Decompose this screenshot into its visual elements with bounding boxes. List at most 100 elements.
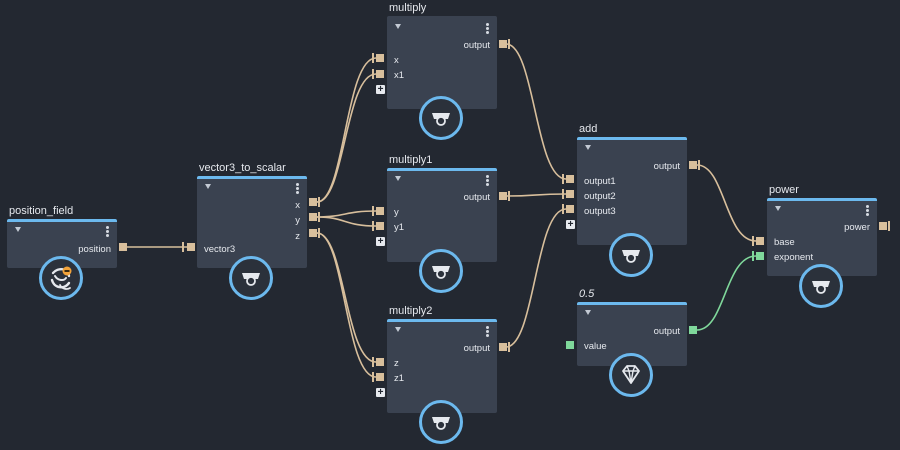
- component-icon[interactable]: [799, 264, 843, 308]
- output-connector: [508, 191, 510, 201]
- node-body[interactable]: power base exponent: [767, 198, 877, 276]
- output-connector: [508, 39, 510, 49]
- output-port-position[interactable]: [119, 243, 127, 251]
- input-port-x1[interactable]: [376, 70, 384, 78]
- input-port-vector3[interactable]: [187, 243, 195, 251]
- node-multiply2[interactable]: multiply2 output z z1: [387, 305, 497, 413]
- input-connector: [372, 53, 374, 63]
- node-title: add: [579, 123, 598, 135]
- component-icon[interactable]: [419, 400, 463, 444]
- output-label: output: [463, 192, 490, 203]
- input-port-value[interactable]: [566, 341, 574, 349]
- component-icon[interactable]: [419, 96, 463, 140]
- input-connector: [372, 69, 374, 79]
- input-port-exponent[interactable]: [756, 252, 764, 260]
- collapse-arrow-icon[interactable]: [585, 310, 591, 315]
- add-input-button[interactable]: +: [376, 387, 385, 398]
- input-label-y1: y1: [394, 222, 405, 233]
- input-label-base: base: [774, 237, 795, 248]
- node-body[interactable]: output y y1: [387, 168, 497, 262]
- output-label: output: [463, 343, 490, 354]
- wire-add-to-power-base: [696, 164, 757, 242]
- input-label-z1: z1: [394, 373, 405, 384]
- kebab-menu-icon[interactable]: [106, 226, 109, 237]
- node-multiply[interactable]: multiply output x x1: [387, 2, 497, 109]
- input-label-x1: x1: [394, 70, 405, 81]
- node-body[interactable]: x y z vector3: [197, 176, 307, 268]
- node-body[interactable]: output z z1: [387, 319, 497, 413]
- input-port-x[interactable]: [376, 54, 384, 62]
- collapse-arrow-icon[interactable]: [205, 184, 211, 189]
- kebab-menu-icon[interactable]: [486, 23, 489, 34]
- wire-multiply-to-add1: [505, 43, 567, 180]
- input-port-output1[interactable]: [566, 175, 574, 183]
- input-port-z1[interactable]: [376, 373, 384, 381]
- kebab-menu-icon[interactable]: [866, 205, 869, 216]
- input-connector: [372, 357, 374, 367]
- node-body[interactable]: output x x1: [387, 16, 497, 109]
- component-icon[interactable]: [609, 233, 653, 277]
- node-vector3-to-scalar[interactable]: vector3_to_scalar x y z vector3: [197, 162, 307, 268]
- input-port-z[interactable]: [376, 358, 384, 366]
- add-input-button[interactable]: +: [566, 219, 575, 230]
- output-port-y[interactable]: [309, 213, 317, 221]
- output-port-z[interactable]: [309, 229, 317, 237]
- node-title: multiply2: [389, 305, 433, 317]
- node-title: 0.5: [579, 288, 595, 300]
- output-port-power[interactable]: [879, 222, 887, 230]
- input-label-output1: output1: [584, 176, 616, 187]
- wire-y-to-multiply1-y: [316, 210, 377, 218]
- output-label-position: position: [78, 244, 111, 255]
- output-label-z: z: [295, 231, 300, 242]
- component-icon[interactable]: [229, 256, 273, 300]
- collapse-arrow-icon[interactable]: [775, 206, 781, 211]
- wire-y-to-multiply1-y1: [316, 216, 377, 227]
- collapse-arrow-icon[interactable]: [15, 227, 21, 232]
- output-port-x[interactable]: [309, 198, 317, 206]
- input-label-vector3: vector3: [204, 244, 236, 255]
- input-label-z: z: [394, 358, 399, 369]
- input-label-value: value: [584, 341, 607, 352]
- component-icon[interactable]: [419, 249, 463, 293]
- add-input-button[interactable]: +: [376, 236, 385, 247]
- output-label: output: [463, 40, 490, 51]
- input-port-y[interactable]: [376, 207, 384, 215]
- output-label-x: x: [295, 200, 300, 211]
- swirl-logo-icon[interactable]: [39, 256, 83, 300]
- input-port-y1[interactable]: [376, 222, 384, 230]
- wire-multiply2-to-add3: [505, 208, 567, 348]
- node-add[interactable]: add output output1 output2 output3: [577, 123, 687, 245]
- input-connector: [372, 206, 374, 216]
- collapse-arrow-icon[interactable]: [395, 24, 401, 29]
- output-port-float[interactable]: [689, 326, 697, 334]
- wire-x-to-multiply-x: [316, 57, 377, 203]
- output-port[interactable]: [689, 161, 697, 169]
- input-port-output3[interactable]: [566, 205, 574, 213]
- collapse-arrow-icon[interactable]: [395, 327, 401, 332]
- node-power[interactable]: power power base exponent: [767, 184, 877, 276]
- node-body[interactable]: output output1 output2 output3: [577, 137, 687, 245]
- input-label-output2: output2: [584, 191, 616, 202]
- input-connector: [752, 236, 754, 246]
- node-title: vector3_to_scalar: [199, 162, 286, 174]
- diamond-icon[interactable]: [609, 353, 653, 397]
- add-input-button[interactable]: +: [376, 84, 385, 95]
- output-port[interactable]: [499, 343, 507, 351]
- output-port[interactable]: [499, 192, 507, 200]
- input-connector: [752, 251, 754, 261]
- output-port[interactable]: [499, 40, 507, 48]
- collapse-arrow-icon[interactable]: [395, 176, 401, 181]
- output-label: output: [653, 326, 680, 337]
- output-label-power: power: [844, 222, 870, 233]
- kebab-menu-icon[interactable]: [296, 183, 299, 194]
- node-multiply1[interactable]: multiply1 output y y1: [387, 154, 497, 262]
- node-title: power: [769, 184, 799, 196]
- kebab-menu-icon[interactable]: [486, 326, 489, 337]
- input-port-output2[interactable]: [566, 190, 574, 198]
- wire-z-to-multiply2-z: [316, 232, 377, 363]
- input-label-exponent: exponent: [774, 252, 814, 263]
- collapse-arrow-icon[interactable]: [585, 145, 591, 150]
- kebab-menu-icon[interactable]: [486, 175, 489, 186]
- input-port-base[interactable]: [756, 237, 764, 245]
